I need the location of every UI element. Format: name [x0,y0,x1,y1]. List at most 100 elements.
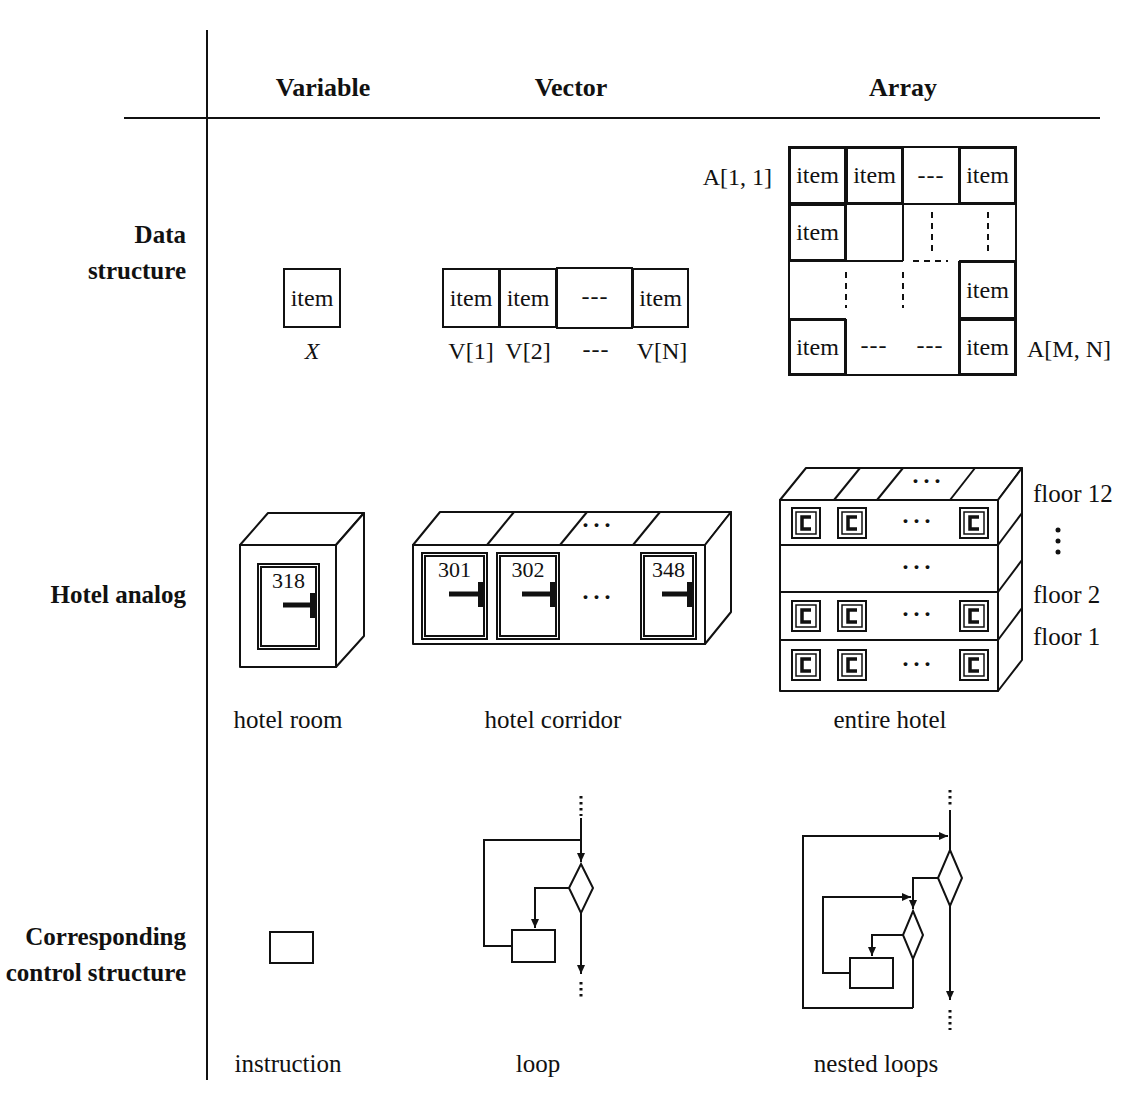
room-number: 318 [272,569,305,593]
flow-line [535,888,569,928]
door-box: 318 [257,563,320,650]
room-number: 302 [512,558,545,582]
hotel-room [240,513,364,667]
item-cell: item [789,319,846,375]
continuation-dots [580,796,583,816]
window [838,508,866,538]
door-handle [449,592,481,597]
floor-line [780,639,998,641]
roof-line [950,468,975,500]
loop-back-line [823,897,911,973]
label-text: A[M, N] [1027,336,1111,364]
dashed-line [931,212,933,252]
flow-line [872,935,903,956]
horizontal-rule [124,117,1100,119]
hotel-side [998,468,1022,691]
item-text: item [796,219,839,245]
label-text: ··· [581,512,614,540]
vertical-rule [206,30,208,1080]
continuation-dots [949,1010,952,1030]
loop-flowchart [484,796,593,1000]
roof-line [834,468,860,500]
label-text: Data structure [51,217,186,289]
label-text: X [305,338,320,366]
label-text: Vector [535,73,608,103]
dashed-line [902,272,904,308]
decision-diamond [938,850,962,906]
hotel-corridor [413,512,731,644]
flow-line [949,906,951,1000]
hotel-windows [792,508,988,680]
item-text: item [450,285,493,311]
item-cell: item [789,204,846,261]
window [838,601,866,631]
floor-line [780,544,998,546]
window [792,601,820,631]
item-text: item [853,162,896,188]
instruction-flowchart [270,932,313,963]
item-text: item [796,334,839,360]
process-box [850,958,893,988]
vector-dash-cell [557,268,632,328]
dot [1056,550,1061,555]
item-cell: item [959,261,1016,319]
label-text: loop [516,1050,560,1079]
continuation-dots [949,790,952,808]
room-front [240,545,336,667]
label-text: ··· [901,651,934,679]
label-text: --- [917,332,944,360]
dashed-line [845,272,847,308]
item-text: item [507,285,550,311]
label-text: ··· [901,508,934,536]
item-cell: item [846,147,903,204]
label-text: V[2] [505,338,550,366]
roof-line [877,468,903,500]
roof-line [487,512,514,545]
label-text: ··· [581,584,614,612]
vertical-ellipsis [1056,528,1061,555]
loop-back-line [484,840,581,946]
floor-line [998,560,1022,592]
door-box: 302 [496,552,560,640]
hotel-front [780,500,998,691]
label-text: A[1, 1] [703,164,772,192]
grid-line [846,260,903,262]
label-text: V[N] [637,338,688,366]
item-cell: item [632,268,689,328]
floor-line [998,608,1022,640]
dot [1056,539,1061,544]
dashed-line [913,260,948,262]
label-text: ··· [911,468,944,496]
nested-loops-flowchart [803,790,962,1030]
decision-diamond [903,911,923,959]
item-cell: item [442,268,500,328]
corridor-front [413,545,705,644]
label-text: hotel corridor [485,706,622,735]
label-text: --- [583,336,610,364]
flow-line [912,959,914,1008]
hotel-top [780,468,1022,500]
array-grid [789,147,1016,375]
item-text: item [639,285,682,311]
loop-back-line [803,836,948,1008]
label-text: Hotel analog [51,581,186,610]
room-side [336,513,364,667]
dashed-line [987,212,989,252]
vector-cell [557,268,632,328]
roof-line [633,512,660,545]
label-text: Corresponding control structure [2,919,186,991]
item-text: item [966,162,1009,188]
item-cell: item [959,319,1016,375]
item-cell: item [959,147,1016,204]
label-text: floor 2 [1033,581,1100,610]
label-text: --- [918,162,945,190]
door-handle [283,603,313,608]
item-text: item [966,277,1009,303]
label-text: Variable [276,73,370,103]
label-text: Array [869,73,937,103]
flow-line [580,913,582,974]
label-text: ··· [901,601,934,629]
flow-line [949,810,951,850]
door-box: 348 [640,552,697,640]
window [960,601,988,631]
